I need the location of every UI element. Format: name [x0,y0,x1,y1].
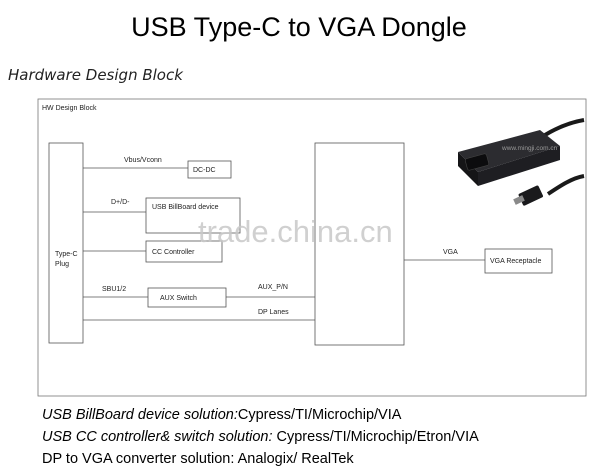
type-c-plug-block [48,142,84,344]
vga-receptacle-block [484,248,553,274]
converter-block [314,142,405,346]
dp-lanes-signal-label: DP Lanes [258,309,289,316]
product-photo: www.mingji.com.cn [440,104,585,224]
watermark-text: trade.china.cn [198,214,393,249]
billboard-block [145,197,241,234]
section-subtitle: Hardware Design Block [8,66,183,84]
vga-receptacle-label: VGA Receptacle [490,258,541,265]
plug-label-line1: Type-C [55,251,78,258]
dcdc-label: DC-DC [193,167,216,174]
note-line-billboard: USB BillBoard device solution:Cypress/TI… [42,404,598,426]
note-label: USB BillBoard device solution: [42,407,238,423]
aux-switch-block [147,287,227,308]
note-line-cc-controller: USB CC controller& switch solution: Cypr… [42,426,598,448]
aux-switch-label: AUX Switch [160,295,197,302]
note-value: DP to VGA converter solution: Analogix/ … [42,451,354,467]
note-line-dp-to-vga: DP to VGA converter solution: Analogix/ … [42,448,598,470]
sbu-signal-label: SBU1/2 [102,286,126,293]
cc-controller-label: CC Controller [152,249,195,256]
note-label: USB CC controller& switch solution: [42,429,273,445]
vga-signal-label: VGA [443,249,458,256]
page-title: USB Type-C to VGA Dongle [131,12,467,42]
vbus-signal-label: Vbus/Vconn [124,157,162,164]
cc-controller-block [145,240,223,263]
aux-signal-label: AUX_P/N [258,284,288,291]
photo-watermark: www.mingji.com.cn [501,145,558,152]
dpdm-signal-label: D+/D- [111,199,130,206]
billboard-label: USB BillBoard device [152,204,219,211]
plug-label-line2: Plug [55,261,69,268]
note-value: Cypress/TI/Microchip/Etron/VIA [272,429,479,445]
note-value: Cypress/TI/Microchip/VIA [237,407,402,423]
dcdc-block [187,160,232,179]
solution-notes: USB BillBoard device solution:Cypress/TI… [42,404,598,470]
panel-label: HW Design Block [42,105,97,112]
